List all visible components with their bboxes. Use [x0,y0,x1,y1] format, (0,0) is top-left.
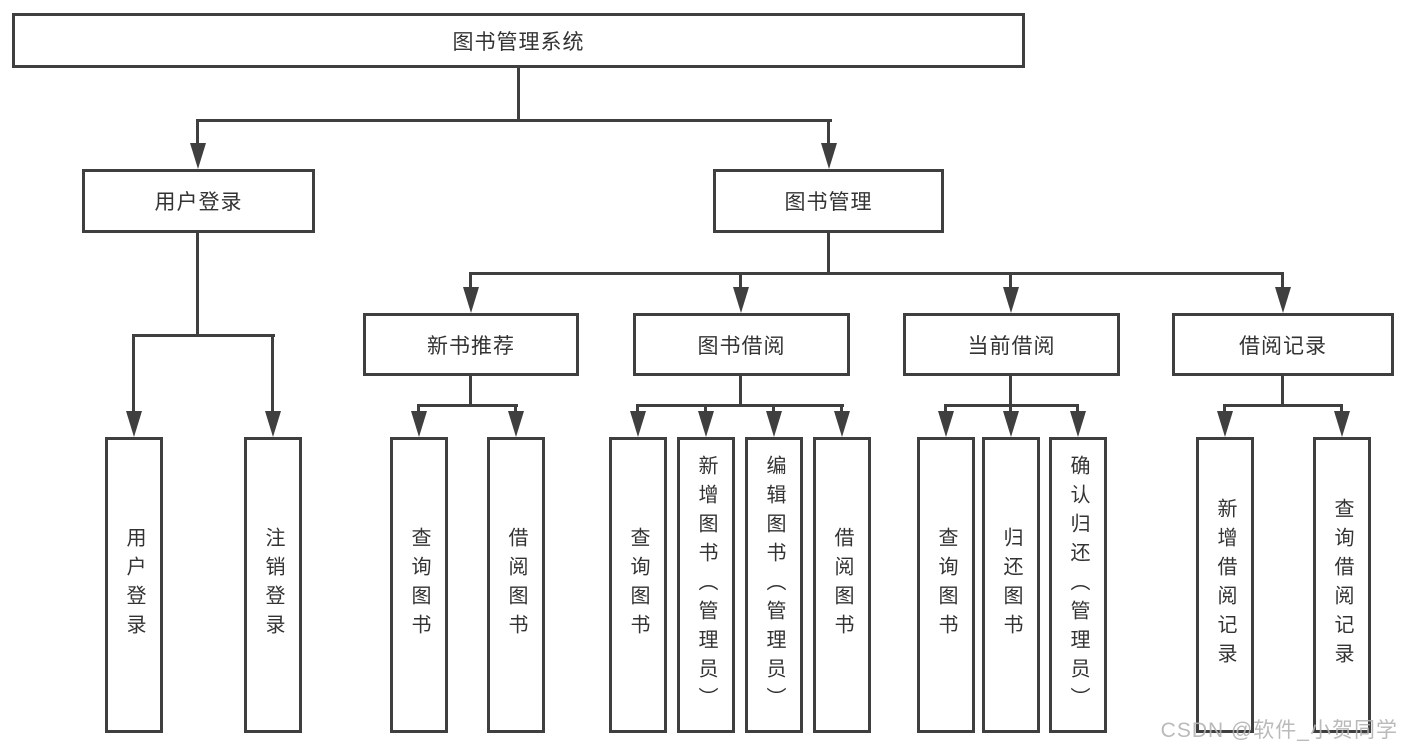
csdn-watermark: CSDN @软件_小贺同学 [1160,719,1398,742]
leaf-confirm-return-admin: 确认归还（管理员） [1049,437,1107,733]
arrow-down-icon [1275,287,1291,313]
connector-line [133,334,275,337]
connector-line [739,272,742,289]
leaf-borrow-books-borrowing: 借阅图书 [813,437,871,733]
connector-line [1009,404,1012,413]
leaf-borrow-books-recommend: 借阅图书 [487,437,545,733]
connector-line [196,119,199,146]
node-current-borrowing: 当前借阅 [903,313,1120,376]
connector-line [704,404,707,413]
arrow-down-icon [1003,287,1019,313]
leaf-query-books-current: 查询图书 [917,437,975,733]
arrow-down-icon [834,411,850,437]
arrow-down-icon [733,287,749,313]
arrow-down-icon [938,411,954,437]
connector-line [944,404,947,413]
connector-line [469,272,472,289]
connector-line [637,404,844,407]
arrow-down-icon [126,411,142,437]
connector-line [1223,404,1226,413]
leaf-user-login: 用户登录 [105,437,163,733]
leaf-return-books: 归还图书 [982,437,1040,733]
arrow-down-icon [190,143,206,169]
connector-line [132,334,135,414]
node-book-borrowing: 图书借阅 [633,313,850,376]
connector-line [469,374,472,406]
node-borrowing-records: 借阅记录 [1172,313,1394,376]
connector-line [945,404,1079,407]
arrow-down-icon [463,287,479,313]
arrow-down-icon [1003,411,1019,437]
node-book-management: 图书管理 [713,169,944,233]
arrow-down-icon [630,411,646,437]
connector-line [1224,404,1343,407]
node-new-book-recommend: 新书推荐 [363,313,579,376]
connector-line [1340,404,1343,413]
connector-line [514,404,517,413]
connector-line [417,404,420,413]
connector-line [196,230,199,337]
leaf-add-borrow-record: 新增借阅记录 [1196,437,1254,733]
connector-line [772,404,775,413]
connector-line [827,230,830,275]
connector-line [1281,374,1284,406]
connector-line [840,404,843,413]
arrow-down-icon [1070,411,1086,437]
connector-line [636,404,639,413]
connector-line [517,66,520,122]
arrow-down-icon [698,411,714,437]
node-user-login: 用户登录 [82,169,315,233]
leaf-query-borrow-record: 查询借阅记录 [1313,437,1371,733]
connector-line [271,334,274,414]
connector-line [470,272,1284,275]
leaf-query-books-recommend: 查询图书 [390,437,448,733]
connector-line [827,119,830,146]
connector-line [1281,272,1284,289]
connector-line [1009,374,1012,406]
arrow-down-icon [821,143,837,169]
arrow-down-icon [508,411,524,437]
arrow-down-icon [1334,411,1350,437]
arrow-down-icon [265,411,281,437]
connector-line [739,374,742,406]
connector-line [1076,404,1079,413]
leaf-query-books-borrowing: 查询图书 [609,437,667,733]
connector-line [196,119,832,122]
connector-line [418,404,518,407]
arrow-down-icon [766,411,782,437]
leaf-logout: 注销登录 [244,437,302,733]
connector-line [1009,272,1012,289]
leaf-add-books-admin: 新增图书（管理员） [677,437,735,733]
arrow-down-icon [1217,411,1233,437]
node-library-system: 图书管理系统 [12,13,1025,68]
leaf-edit-books-admin: 编辑图书（管理员） [745,437,803,733]
arrow-down-icon [411,411,427,437]
